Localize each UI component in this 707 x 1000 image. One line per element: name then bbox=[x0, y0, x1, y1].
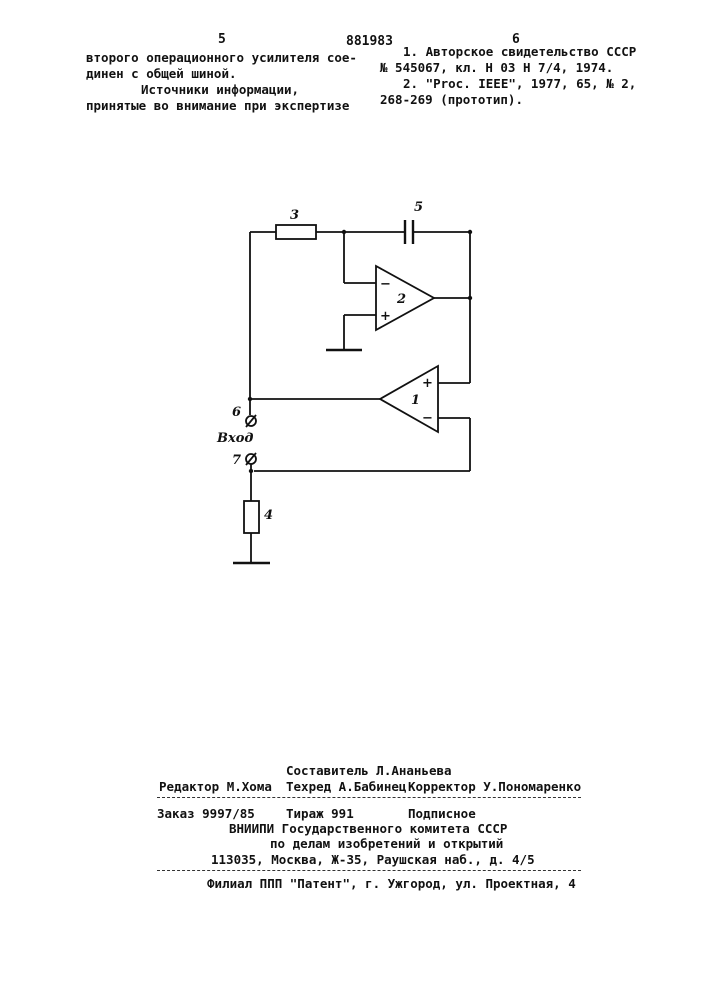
junction-dot bbox=[468, 296, 472, 300]
opamp-2-plus: + bbox=[380, 309, 391, 324]
imprint-circulation: Тираж 991 bbox=[286, 806, 354, 821]
imprint-org-address: 113035, Москва, Ж-35, Раушская наб., д. … bbox=[211, 852, 535, 867]
imprint-subscription: Подписное bbox=[408, 806, 476, 821]
imprint-org-line1: ВНИИПИ Государственного комитета СССР bbox=[229, 821, 507, 836]
opamp-1-plus: + bbox=[422, 376, 433, 391]
imprint-editor: Редактор М.Хома bbox=[159, 779, 272, 794]
opamp-2-label: 2 bbox=[396, 292, 406, 307]
junction-dot bbox=[248, 397, 252, 401]
opamp-1-minus: − bbox=[422, 411, 433, 426]
resistor-3-label: 3 bbox=[290, 208, 299, 223]
junction-dot bbox=[468, 230, 472, 234]
imprint-rule bbox=[157, 870, 581, 871]
imprint-corrector: Корректор У.Пономаренко bbox=[408, 779, 581, 794]
input-label: Вход bbox=[216, 431, 253, 446]
resistor-4 bbox=[244, 501, 259, 533]
resistor-3 bbox=[276, 225, 316, 239]
capacitor-5-label: 5 bbox=[414, 200, 423, 215]
resistor-4-label: 4 bbox=[264, 508, 273, 523]
junction-dot bbox=[249, 469, 253, 473]
imprint-org-line2: по делам изобретений и открытий bbox=[270, 836, 503, 851]
imprint-order: Заказ 9997/85 bbox=[157, 806, 255, 821]
imprint-techred: Техред А.Бабинец bbox=[286, 779, 406, 794]
opamp-1-label: 1 bbox=[411, 393, 420, 408]
imprint-composer: Составитель Л.Ананьева bbox=[286, 763, 452, 778]
opamp-2-minus: − bbox=[380, 277, 391, 292]
imprint-branch: Филиал ППП "Патент", г. Ужгород, ул. Про… bbox=[207, 876, 576, 891]
terminal-7-label: 7 bbox=[232, 453, 241, 468]
terminal-6-label: 6 bbox=[232, 405, 241, 420]
junction-dot bbox=[342, 230, 346, 234]
imprint-rule bbox=[157, 797, 581, 798]
